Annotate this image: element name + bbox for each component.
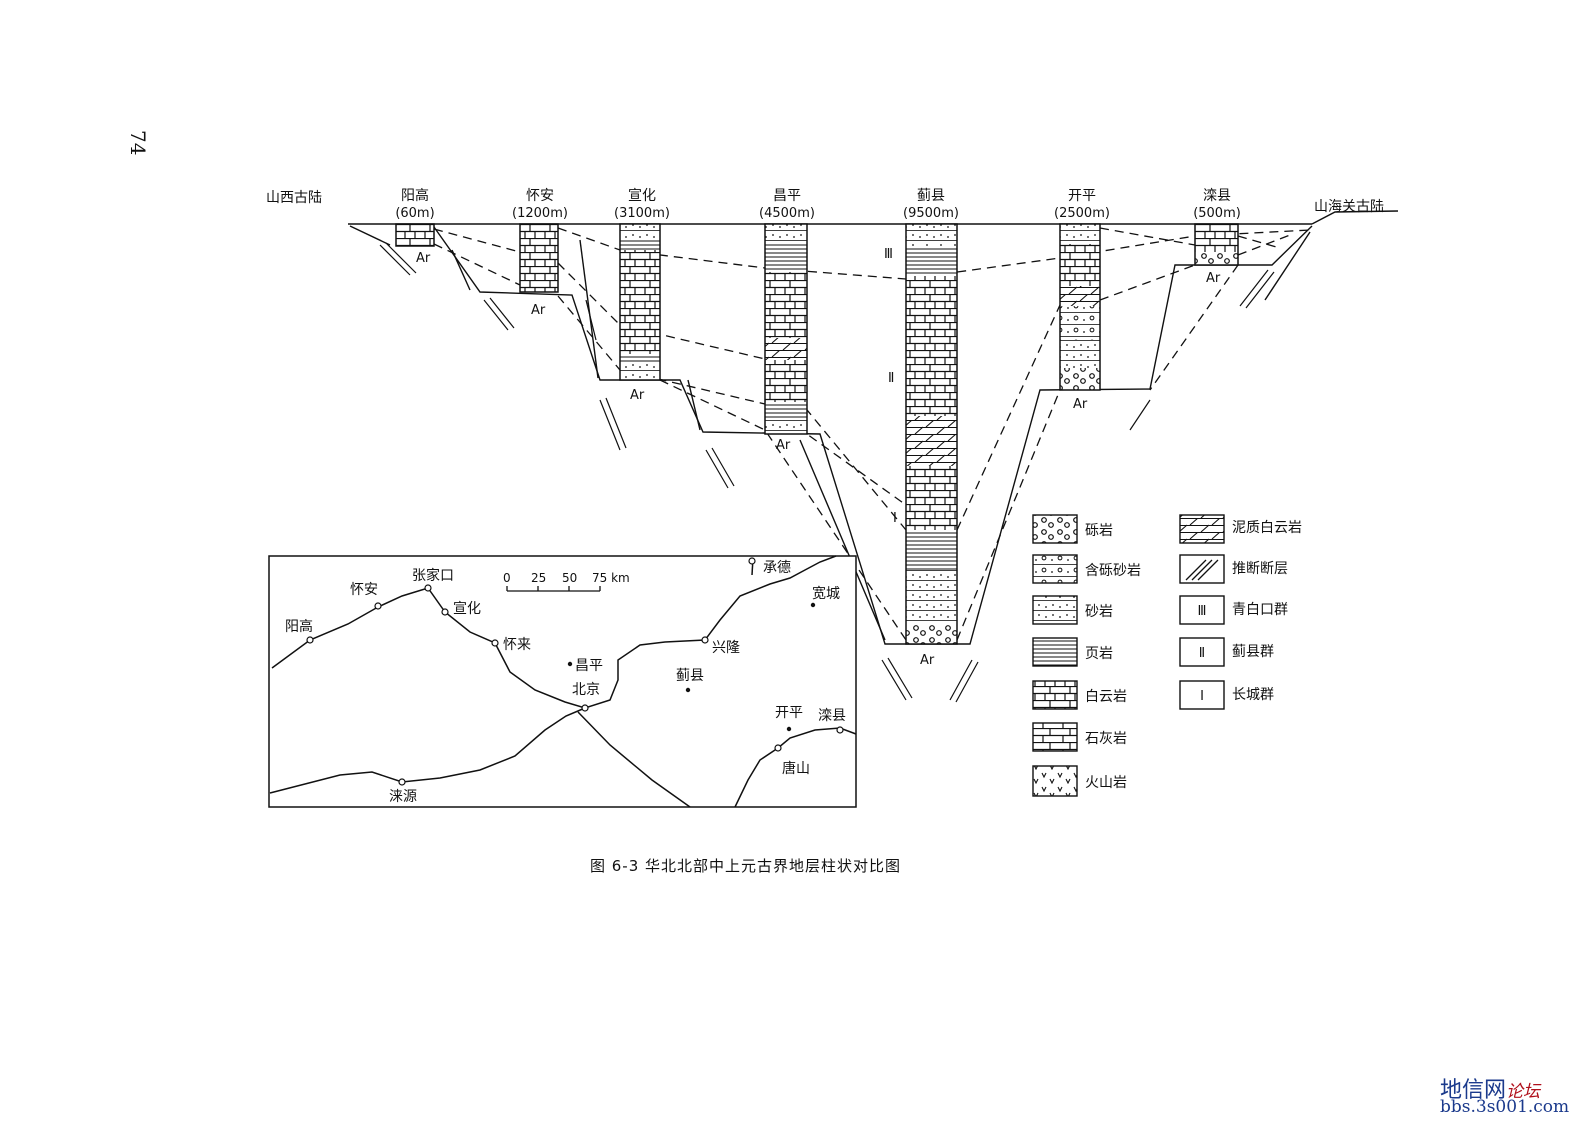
figure-caption: 图 6-3 华北北部中上元古界地层柱状对比图 xyxy=(590,857,902,875)
column-name: 昌平 xyxy=(773,188,801,204)
legend-label: 白云岩 xyxy=(1085,689,1127,705)
legend-swatch-dolomite xyxy=(1032,680,1078,710)
legend-label: 含砾砂岩 xyxy=(1085,563,1141,579)
column-thickness: (500m) xyxy=(1193,206,1241,221)
legend-label: 页岩 xyxy=(1085,646,1113,662)
column-yanggao xyxy=(395,223,435,247)
map-place: 北京 xyxy=(572,682,600,698)
watermark-url: bbs.3s001.com xyxy=(1440,1097,1570,1117)
map-place: 宽城 xyxy=(812,585,840,602)
basement-label: Ar xyxy=(630,388,645,403)
legend-swatch-argillaceous-dolomite xyxy=(1179,514,1225,544)
column-kaiping xyxy=(1059,223,1101,391)
column-huaian xyxy=(519,223,559,293)
scale-tick: 75 km xyxy=(592,571,630,585)
column-changping xyxy=(764,223,808,435)
column-name: 阳高 xyxy=(401,187,429,204)
map-place: 阳高 xyxy=(285,618,313,635)
map-place: 唐山 xyxy=(782,760,810,777)
legend-symbol: Ⅱ xyxy=(1199,646,1205,661)
column-name: 怀安 xyxy=(526,188,554,204)
legend-swatch-conglomerate xyxy=(1032,514,1078,544)
column-thickness: (4500m) xyxy=(759,206,815,221)
legend-label: 泥质白云岩 xyxy=(1232,520,1302,536)
scale-tick: 0 xyxy=(503,571,511,585)
legend-label: 砾岩 xyxy=(1085,523,1113,539)
legend-swatch-shale xyxy=(1032,637,1078,667)
basement-label: Ar xyxy=(920,653,935,668)
group-mark-i: Ⅰ xyxy=(893,511,897,526)
map-place: 宣化 xyxy=(453,601,481,617)
legend-swatch-inferred-fault xyxy=(1179,554,1225,584)
basement-label: Ar xyxy=(1206,271,1221,286)
watermark-site: 地信网论坛 xyxy=(1440,1072,1540,1104)
right-landmass-label: 山海关古陆 xyxy=(1314,199,1384,215)
legend-symbol: Ⅰ xyxy=(1200,689,1204,704)
legend-label: 推断断层 xyxy=(1232,561,1288,577)
column-name: 宣化 xyxy=(628,188,656,204)
legend: 砾岩 含砾砂岩 砂岩 页岩 白云岩 石灰岩 火山岩 泥质白云岩 推断断层 Ⅲ 青… xyxy=(1032,514,1302,797)
map-place: 怀安 xyxy=(350,582,378,598)
column-thickness: (1200m) xyxy=(512,206,568,221)
group-mark-iii: Ⅲ xyxy=(884,247,893,262)
legend-symbol: Ⅲ xyxy=(1198,604,1207,619)
legend-swatch-sandstone xyxy=(1032,595,1078,625)
map-place: 张家口 xyxy=(412,567,454,584)
map-place: 承德 xyxy=(763,560,791,576)
column-name: 开平 xyxy=(1068,188,1096,204)
inferred-faults xyxy=(379,242,1275,703)
column-thickness: (60m) xyxy=(395,206,434,221)
basement-label: Ar xyxy=(1073,397,1088,412)
basement-label: Ar xyxy=(776,438,791,453)
legend-label: 火山岩 xyxy=(1085,775,1127,791)
legend-swatch-limestone xyxy=(1032,722,1078,752)
column-name: 滦县 xyxy=(1203,188,1231,204)
map-place: 开平 xyxy=(775,705,803,721)
map-place: 蓟县 xyxy=(676,668,704,684)
column-jixian xyxy=(905,223,958,645)
location-map: 0 25 50 75 km 阳高 怀安 张家口 宣化 怀来 昌平 北京 蓟县 兴… xyxy=(268,555,857,808)
legend-label: 长城群 xyxy=(1232,687,1274,703)
map-scale-bar: 0 25 50 75 km xyxy=(503,571,630,592)
watermark-site-name: 地信网 xyxy=(1440,1078,1507,1103)
map-place: 滦县 xyxy=(818,708,846,724)
group-mark-ii: Ⅱ xyxy=(888,371,894,386)
legend-label: 青白口群 xyxy=(1232,602,1288,618)
column-thickness: (9500m) xyxy=(903,206,959,221)
map-place: 怀来 xyxy=(503,637,531,653)
basin-outline xyxy=(349,225,1313,645)
column-thickness: (2500m) xyxy=(1054,206,1110,221)
column-xuanhua xyxy=(619,223,661,381)
map-place: 兴隆 xyxy=(712,640,740,656)
legend-swatch-volcanic xyxy=(1032,765,1078,797)
watermark-forum: 论坛 xyxy=(1506,1082,1541,1102)
legend-label: 砂岩 xyxy=(1085,604,1113,620)
column-luanxian xyxy=(1194,223,1239,266)
column-name: 蓟县 xyxy=(917,188,945,204)
basement-label: Ar xyxy=(416,251,431,266)
scale-tick: 25 xyxy=(531,571,546,585)
map-place: 涞源 xyxy=(389,789,417,805)
legend-label: 蓟县群 xyxy=(1232,644,1274,660)
legend-swatch-pebbly-sandstone xyxy=(1032,554,1078,584)
left-landmass-label: 山西古陆 xyxy=(266,190,322,206)
legend-label: 石灰岩 xyxy=(1085,731,1127,747)
basement-label: Ar xyxy=(531,303,546,318)
scale-tick: 50 xyxy=(562,571,577,585)
map-place: 昌平 xyxy=(575,658,603,674)
column-thickness: (3100m) xyxy=(614,206,670,221)
